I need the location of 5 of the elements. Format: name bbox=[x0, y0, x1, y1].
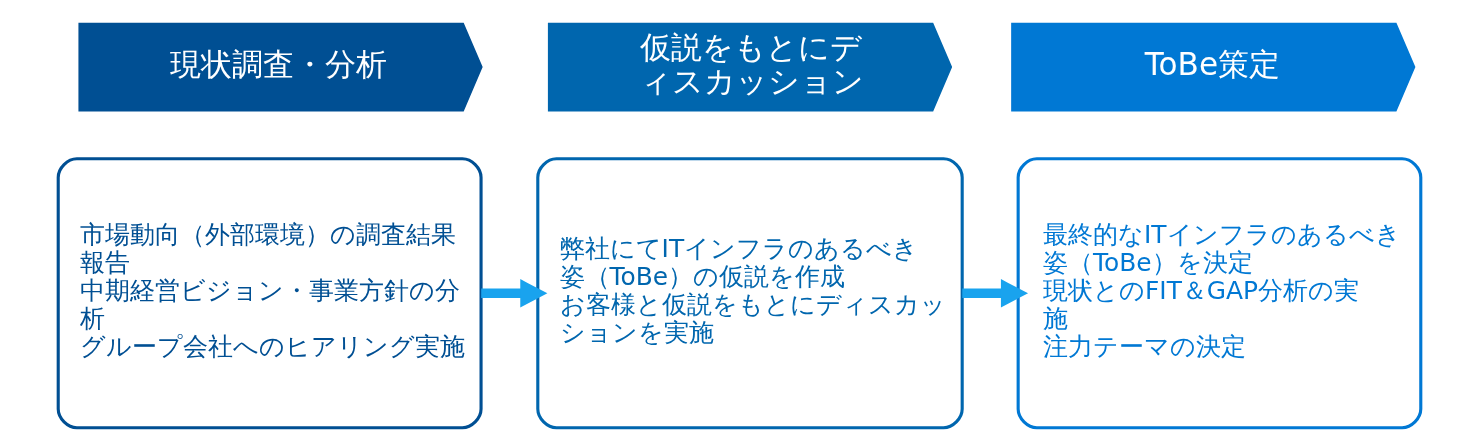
arrow bbox=[480, 279, 547, 308]
arrow bbox=[961, 279, 1028, 308]
node-box: 市場動向（外部環境）の調査結果報告 中期経営ビジョン・事業方針の分析 グループ会社へのヒアリング実施 bbox=[56, 157, 483, 430]
node-box: 最終的なITインフラのあるべき姿（ToBe）を決定 現状とのFIT＆GAP分析の実施 注力テーマの決定 bbox=[1016, 157, 1422, 430]
node-box: 弊社にてITインフラのあるべき姿（ToBe）の仮説を作成 お客様と仮説をもとにディスカッションを実施 bbox=[535, 157, 964, 430]
